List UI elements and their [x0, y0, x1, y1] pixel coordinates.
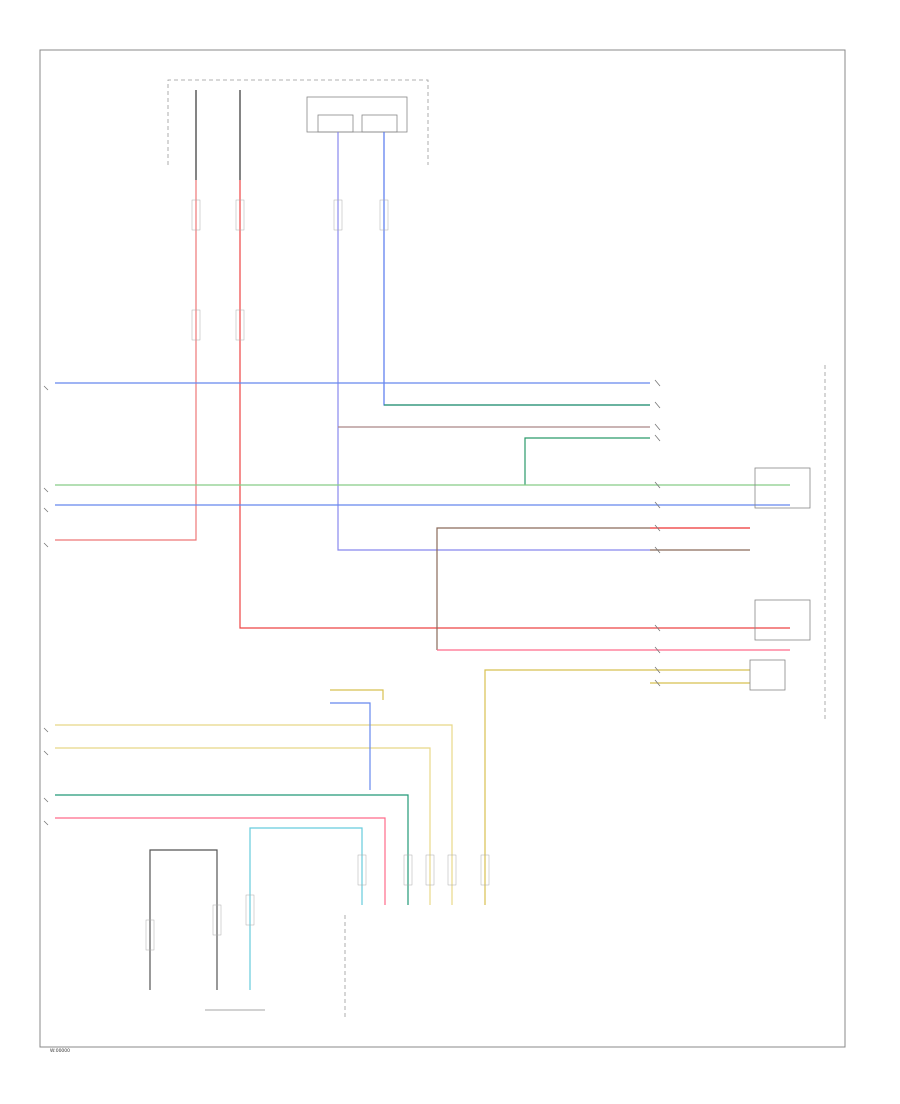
cyan-wire [249, 827, 363, 990]
module-pin-box-2 [361, 114, 398, 133]
left-connector-marks [43, 385, 49, 826]
wire-labels [145, 199, 490, 951]
yellow-stub [330, 689, 384, 700]
blue-wire-a [337, 132, 650, 551]
connector-marks [654, 379, 661, 687]
pink-wire-2 [55, 817, 386, 905]
ground-loop [149, 849, 218, 990]
switch-box-1 [754, 467, 811, 509]
switch-box-3 [749, 659, 786, 691]
red-wire-right [239, 180, 650, 629]
brown-wire-2 [436, 527, 650, 650]
diagram-frame [39, 49, 846, 1048]
switch-box-2 [754, 599, 811, 641]
module-box [306, 96, 408, 133]
teal-wire [55, 794, 409, 905]
module-pin-box-1 [317, 114, 354, 133]
power-distribution-box-outline [167, 79, 429, 165]
yellow-wire-1 [55, 724, 453, 905]
yellow-wire-right-1 [484, 669, 750, 905]
yellow-wire-2 [55, 747, 431, 905]
blue-stub [330, 702, 371, 790]
red-wire-left [55, 180, 197, 541]
blue-wire-b [383, 132, 650, 406]
green-wire-2 [524, 437, 650, 485]
page-marker: W:00000 [50, 1048, 70, 1054]
